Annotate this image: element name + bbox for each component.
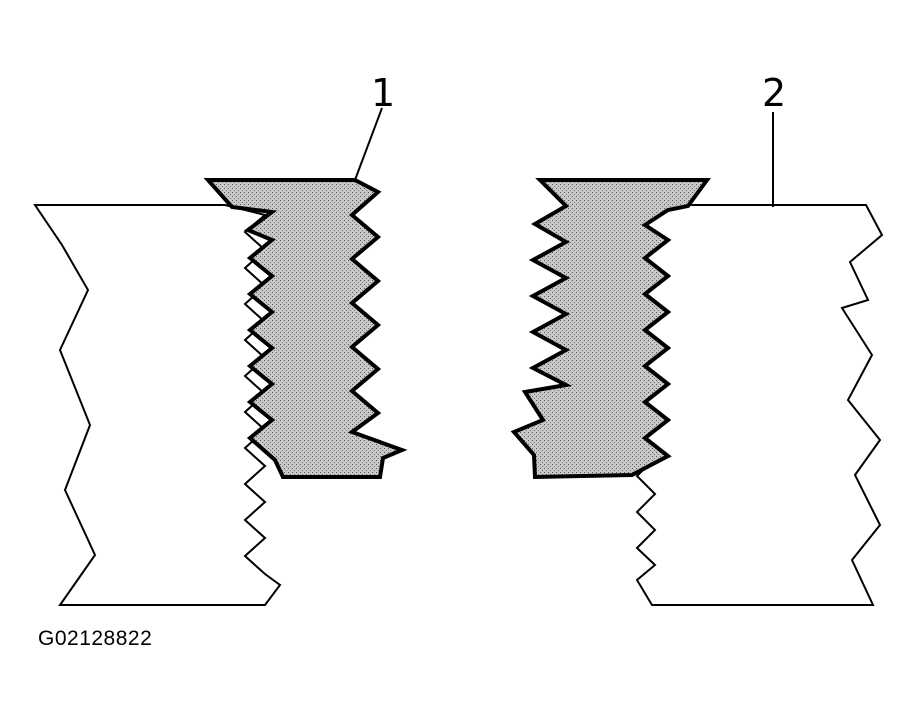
callout-1-label: 1 — [371, 71, 395, 115]
right-workpiece-outline — [635, 204, 884, 606]
left-workpiece — [33, 204, 282, 606]
figure-id: G02128822 — [38, 627, 153, 650]
thread-insert-2 — [510, 178, 711, 480]
callout-2-label: 2 — [762, 71, 786, 115]
threaded-insert-left — [203, 178, 408, 479]
callout-1-leader — [354, 107, 383, 181]
left-workpiece-outline — [33, 204, 282, 606]
callout-1: 1 — [354, 71, 395, 181]
threaded-insert-right — [510, 178, 711, 480]
thread-insert-1 — [203, 178, 408, 479]
right-workpiece — [635, 204, 884, 606]
callout-2: 2 — [762, 71, 786, 207]
